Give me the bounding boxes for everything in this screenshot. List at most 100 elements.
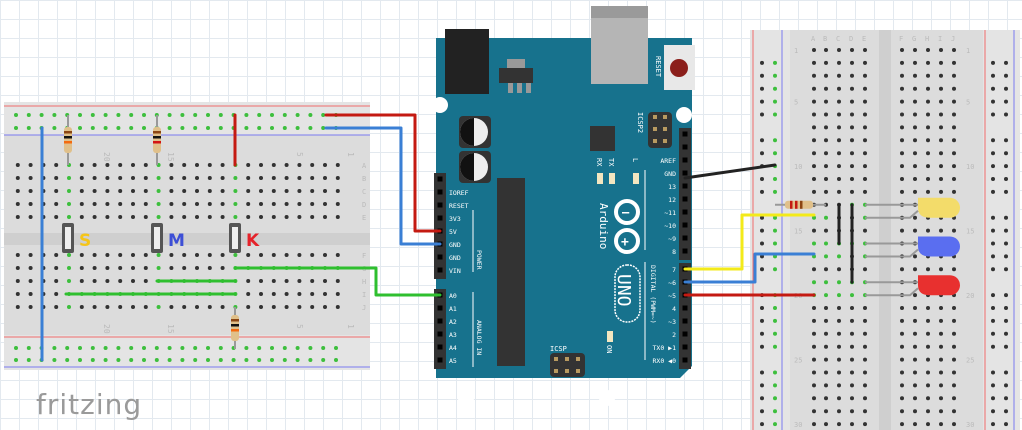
hole: [169, 163, 174, 167]
hole: [926, 267, 930, 272]
hole: [926, 125, 930, 130]
rail-hole: [65, 358, 70, 362]
hole: [863, 331, 867, 336]
hole: [271, 305, 276, 309]
rail-hole: [760, 99, 764, 104]
rail-hole: [773, 267, 777, 272]
rail-hole: [1004, 241, 1008, 246]
fritzing-logo: fritzing: [36, 388, 143, 421]
hole: [323, 305, 327, 309]
rail-hole: [26, 346, 31, 350]
column-letter: E: [862, 35, 866, 43]
rail-hole: [760, 422, 764, 427]
hole: [913, 357, 917, 362]
hole: [863, 409, 867, 414]
pin-label: 12: [668, 196, 676, 204]
hole: [939, 331, 943, 336]
hole: [812, 60, 816, 65]
hole: [913, 112, 917, 117]
infinity-logo: [614, 228, 640, 254]
hole: [939, 177, 943, 181]
icsp-pin: [565, 369, 569, 373]
rail-hole: [308, 346, 313, 350]
hole: [824, 60, 828, 65]
hole: [310, 253, 315, 257]
hole: [207, 253, 212, 257]
hole: [28, 305, 33, 309]
hole: [284, 292, 289, 296]
hole: [952, 48, 956, 52]
hole: [863, 228, 867, 233]
hole: [271, 176, 276, 180]
header-pin: [682, 196, 688, 202]
rail-hole: [103, 358, 108, 362]
header-strip: [679, 128, 691, 260]
hole: [837, 164, 841, 169]
hole: [323, 163, 327, 167]
rail-hole: [270, 113, 274, 117]
hole: [156, 189, 161, 193]
pin-label: A0: [449, 292, 457, 300]
icsp-pin: [576, 357, 580, 361]
header-pin: [682, 144, 688, 150]
hole: [79, 202, 84, 206]
rail-hole: [760, 383, 764, 388]
hole: [939, 383, 943, 388]
rail-hole: [1004, 189, 1008, 194]
header-pin: [682, 157, 688, 163]
rail-hole: [180, 113, 185, 117]
hole: [812, 344, 816, 349]
hole: [79, 189, 84, 193]
pin-label: 8: [672, 248, 676, 256]
hole: [195, 253, 199, 257]
header-pin: [682, 344, 688, 350]
resistor-body: [64, 127, 72, 153]
hole: [812, 383, 816, 388]
hole: [913, 370, 917, 375]
pin-label: 5V: [449, 228, 457, 236]
hole: [143, 253, 148, 257]
hole: [246, 305, 251, 309]
hole: [926, 73, 930, 78]
rail-hole: [760, 409, 764, 414]
hole: [812, 396, 816, 401]
rail-hole: [90, 126, 95, 130]
rail-hole: [282, 346, 287, 350]
rail-hole: [760, 151, 764, 156]
hole: [824, 241, 828, 246]
rail-hole: [78, 358, 82, 362]
hole: [850, 396, 854, 401]
center-channel: [879, 30, 891, 430]
rail-hole: [116, 346, 121, 350]
header-pin: [437, 344, 443, 350]
rail-hole: [773, 99, 777, 104]
hole: [54, 202, 59, 206]
hole: [926, 99, 930, 104]
pin-label: GND: [449, 241, 461, 249]
rail-hole: [321, 358, 326, 362]
rail-hole: [991, 86, 995, 91]
hole: [837, 318, 841, 323]
column-letter: D: [849, 35, 853, 43]
hole: [900, 306, 904, 310]
hole: [131, 279, 135, 283]
hole: [952, 357, 956, 362]
hole: [913, 138, 917, 143]
hole: [92, 189, 97, 193]
rail-hole: [1004, 254, 1008, 259]
hole: [926, 344, 930, 349]
row-number: 20: [102, 152, 111, 162]
hole: [952, 60, 956, 65]
hole: [824, 370, 828, 375]
wire-gnd: [324, 126, 442, 246]
hole: [335, 253, 340, 257]
plus-glyph: +: [621, 235, 629, 250]
hole: [28, 292, 33, 296]
hole: [850, 318, 854, 323]
rail-hole: [760, 331, 764, 336]
row-number: 25: [966, 357, 974, 365]
hole: [824, 331, 828, 336]
rail-hole: [129, 346, 134, 350]
led-lead: [865, 248, 919, 258]
